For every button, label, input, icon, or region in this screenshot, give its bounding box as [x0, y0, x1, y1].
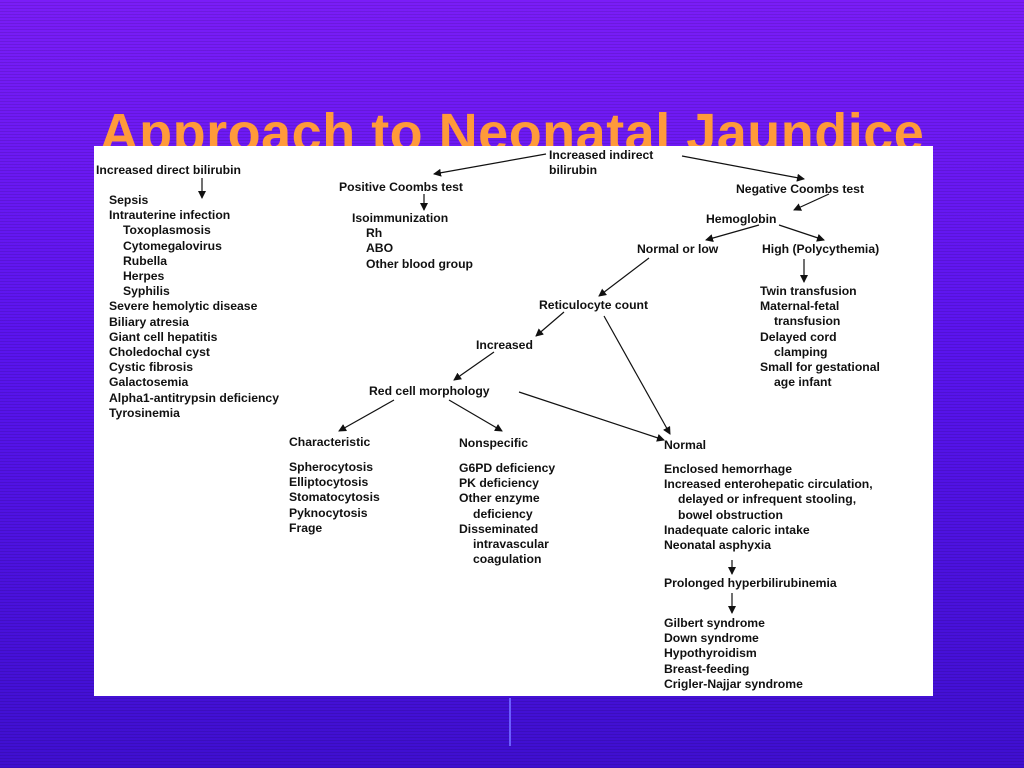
positive-coombs-item: Rh [366, 226, 383, 241]
indirect-bilirubin-heading: Increased indirect bilirubin [549, 148, 689, 178]
nonspecific-item: PK deficiency [459, 476, 539, 491]
normal-cause-item: Neonatal asphyxia [664, 538, 772, 553]
direct-cause-item: Herpes [123, 269, 165, 284]
arrow-reticulocyte-to-normal [603, 315, 671, 435]
flowchart-connectors [198, 153, 830, 614]
characteristic-item: Frage [289, 520, 323, 535]
direct-cause-item: Galactosemia [109, 375, 189, 390]
direct-cause-item: Alpha1-antitrypsin deficiency [109, 390, 279, 405]
direct-bilirubin-heading: Increased direct bilirubin [96, 163, 241, 177]
direct-cause-item: Cytomegalovirus [123, 238, 222, 253]
nonspecific-item: Disseminated [459, 521, 539, 536]
arrow-red-cell-to-characteristic [338, 399, 395, 432]
nonspecific-item: deficiency [473, 506, 533, 521]
arrow-increased-to-red-cell [453, 351, 495, 381]
nonspecific-heading: Nonspecific [459, 436, 529, 450]
polycythemia-cause-item: age infant [774, 375, 832, 390]
normal-cause-item: Inadequate caloric intake [664, 522, 810, 537]
arrow-indirect-to-negative-coombs [681, 155, 805, 182]
positive-coombs-heading: Positive Coombs test [339, 180, 463, 194]
characteristic-item: Spherocytosis [289, 460, 373, 474]
prolonged-cause-item: Gilbert syndrome [664, 616, 765, 630]
positive-coombs-item: Isoimmunization [352, 211, 449, 225]
nonspecific-item: intravascular [473, 537, 549, 552]
prolonged-cause-item: Down syndrome [664, 631, 759, 646]
polycythemia-cause-item: Delayed cord [760, 329, 837, 344]
direct-cause-item: Sepsis [109, 193, 149, 207]
characteristic-item: Stomatocytosis [289, 490, 380, 505]
prolonged-hyperbilirubinemia-heading: Prolonged hyperbilirubinemia [664, 576, 837, 590]
normal-cause-item: delayed or infrequent stooling, [678, 492, 857, 507]
hemoglobin-normal-or-low: Normal or low [637, 242, 719, 256]
characteristic-item: Elliptocytosis [289, 475, 369, 490]
hemoglobin-heading: Hemoglobin [706, 212, 777, 226]
normal-cause-item: Increased enterohepatic circulation, [664, 477, 873, 492]
polycythemia-cause-item: clamping [774, 344, 828, 359]
arrow-red-cell-to-nonspecific [448, 399, 503, 432]
direct-cause-item: Choledochal cyst [109, 345, 210, 360]
arrow-negative-coombs-to-hemoglobin [793, 193, 830, 211]
direct-cause-item: Biliary atresia [109, 314, 189, 329]
direct-cause-item: Giant cell hepatitis [109, 329, 218, 344]
hemoglobin-high: High (Polycythemia) [762, 242, 880, 256]
prolonged-cause-item: Hypothyroidism [664, 646, 757, 661]
direct-cause-item: Syphilis [123, 284, 170, 299]
polycythemia-cause-item: Twin transfusion [760, 284, 857, 298]
reticulocyte-count-heading: Reticulocyte count [539, 298, 649, 312]
red-cell-morphology-heading: Red cell morphology [369, 384, 490, 398]
nonspecific-item: coagulation [473, 552, 542, 567]
arrow-reticulocyte-to-increased [535, 311, 565, 337]
arrow-indirect-to-positive-coombs [433, 153, 547, 177]
negative-coombs-heading: Negative Coombs test [736, 182, 864, 196]
reticulocyte-increased-label: Increased [476, 338, 533, 352]
arrow-normal-low-to-reticulocyte [598, 257, 650, 297]
positive-coombs-item: ABO [366, 241, 394, 256]
direct-cause-item: Rubella [123, 253, 168, 268]
positive-coombs-item: Other blood group [366, 256, 473, 271]
characteristic-heading: Characteristic [289, 435, 371, 449]
polycythemia-cause-item: transfusion [774, 314, 841, 329]
indirect-bilirubin-label: Increased indirect bilirubin [549, 148, 654, 178]
prolonged-cause-item: Crigler-Najjar syndrome [664, 676, 803, 691]
arrow-hemoglobin-to-normal-low [705, 224, 760, 242]
direct-cause-item: Severe hemolytic disease [109, 299, 258, 314]
polycythemia-cause-item: Small for gestational [760, 360, 880, 375]
direct-cause-item: Toxoplasmosis [123, 223, 211, 238]
direct-cause-item: Cystic fibrosis [109, 360, 193, 375]
nonspecific-item: Other enzyme [459, 491, 540, 506]
prolonged-cause-item: Breast-feeding [664, 661, 750, 676]
decorative-line [509, 698, 511, 746]
nonspecific-item: G6PD deficiency [459, 461, 556, 475]
normal-cause-item: bowel obstruction [678, 507, 783, 522]
direct-cause-item: Intrauterine infection [109, 208, 231, 223]
normal-cause-item: Enclosed hemorrhage [664, 462, 793, 476]
arrow-hemoglobin-to-high [778, 224, 825, 242]
normal-heading: Normal [664, 438, 706, 452]
characteristic-item: Pyknocytosis [289, 505, 368, 520]
arrow-red-cell-to-normal [518, 391, 665, 442]
direct-cause-item: Tyrosinemia [109, 405, 180, 420]
polycythemia-cause-item: Maternal-fetal [760, 299, 840, 314]
